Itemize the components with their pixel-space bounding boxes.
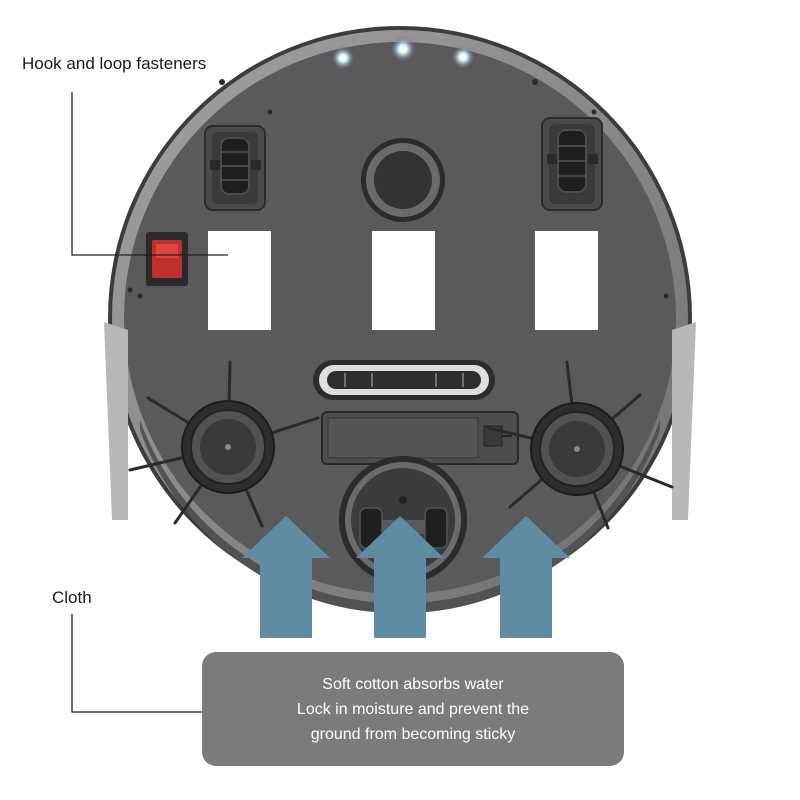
suction-inlet xyxy=(313,360,495,400)
wheel-icon xyxy=(204,125,266,211)
info-line-2: Lock in moisture and prevent the xyxy=(296,700,530,718)
screws xyxy=(127,79,669,299)
caster-wheel xyxy=(361,138,445,222)
cloth-label: Cloth xyxy=(52,588,92,607)
battery-cover xyxy=(321,411,519,465)
side-brush-icon xyxy=(486,360,674,530)
info-line-3: ground from becoming sticky xyxy=(310,725,516,743)
wheel-icon xyxy=(541,117,603,211)
cloth-info-box: Soft cotton absorbs water Lock in moistu… xyxy=(202,652,624,766)
led-light-icon xyxy=(331,36,475,70)
hook-loop-pad-icon xyxy=(208,231,598,330)
power-switch-icon xyxy=(146,232,188,286)
side-brush-icon xyxy=(128,360,320,528)
info-line-1: Soft cotton absorbs water xyxy=(322,675,504,693)
label-pointer-lines xyxy=(71,92,228,713)
hook-and-loop-label: Hook and loop fasteners xyxy=(22,54,207,73)
arrow-up-icon xyxy=(242,516,570,638)
